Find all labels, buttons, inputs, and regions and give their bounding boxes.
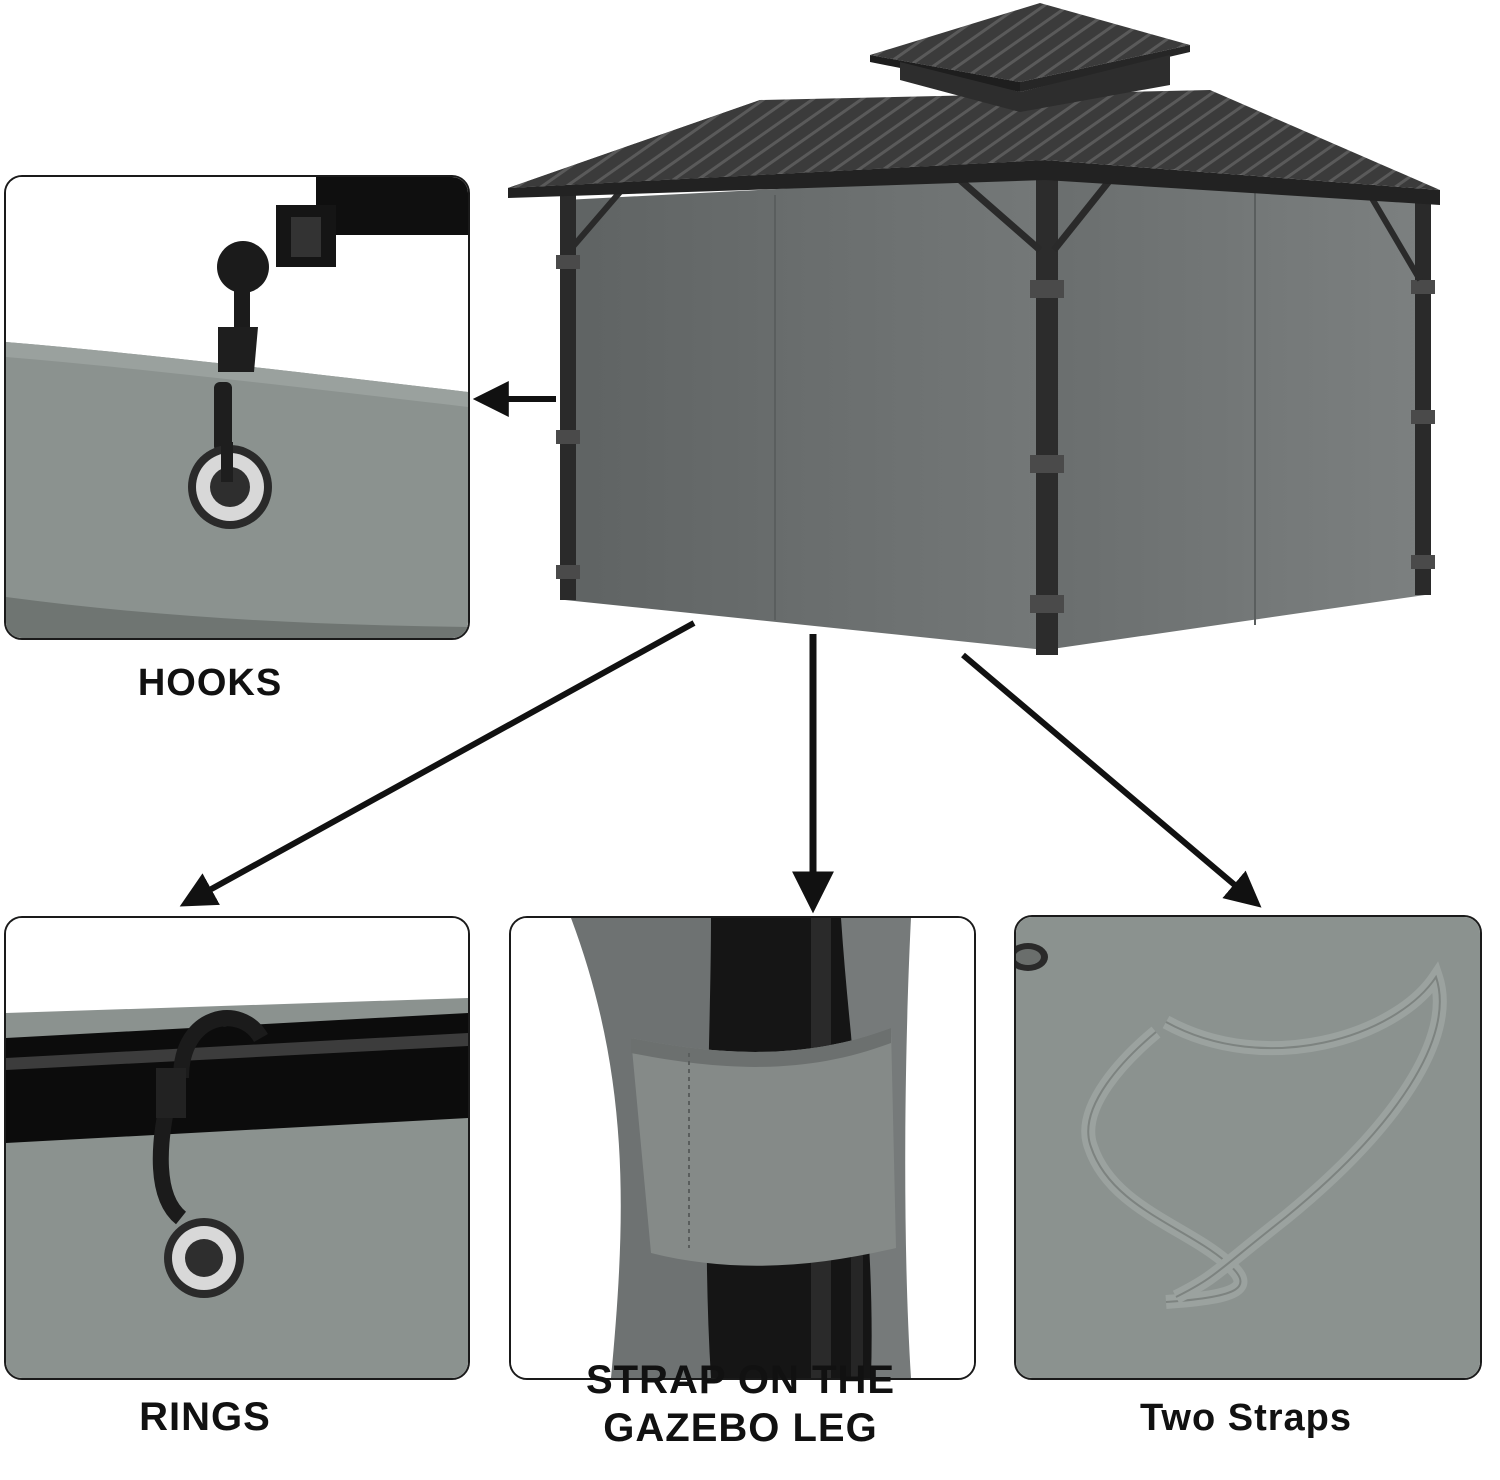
gazebo-curtain-left — [565, 175, 1045, 650]
ring-icon — [152, 1010, 268, 1298]
rail-bracket — [316, 177, 468, 235]
caption-rings: RINGS — [139, 1395, 271, 1439]
caption-two-straps: Two Straps — [1140, 1397, 1352, 1439]
hooks-detail-panel — [4, 175, 470, 640]
caption-hooks: HOOKS — [137, 662, 283, 704]
gazebo-post — [1415, 195, 1431, 595]
hook-icon — [214, 241, 269, 452]
gazebo-illustration — [508, 3, 1440, 655]
two-straps-detail-panel — [1014, 915, 1482, 1380]
gazebo-curtain-right — [1045, 175, 1425, 650]
rings-detail-panel — [4, 916, 470, 1380]
strap-detail-panel — [509, 916, 976, 1380]
arrow-to-two-straps — [961, 652, 1262, 908]
gazebo-post — [1036, 170, 1058, 655]
grommet-icon — [1016, 943, 1048, 971]
gazebo-post — [560, 190, 576, 600]
arrow-to-rings — [179, 620, 696, 907]
gazebo-roof-upper — [870, 3, 1190, 82]
caption-strap-line2: GAZEBO LEG — [603, 1406, 878, 1450]
caption-strap-line1: STRAP ON THE — [585, 1358, 896, 1402]
grommet-icon — [188, 442, 272, 529]
strap-band — [631, 1028, 896, 1266]
